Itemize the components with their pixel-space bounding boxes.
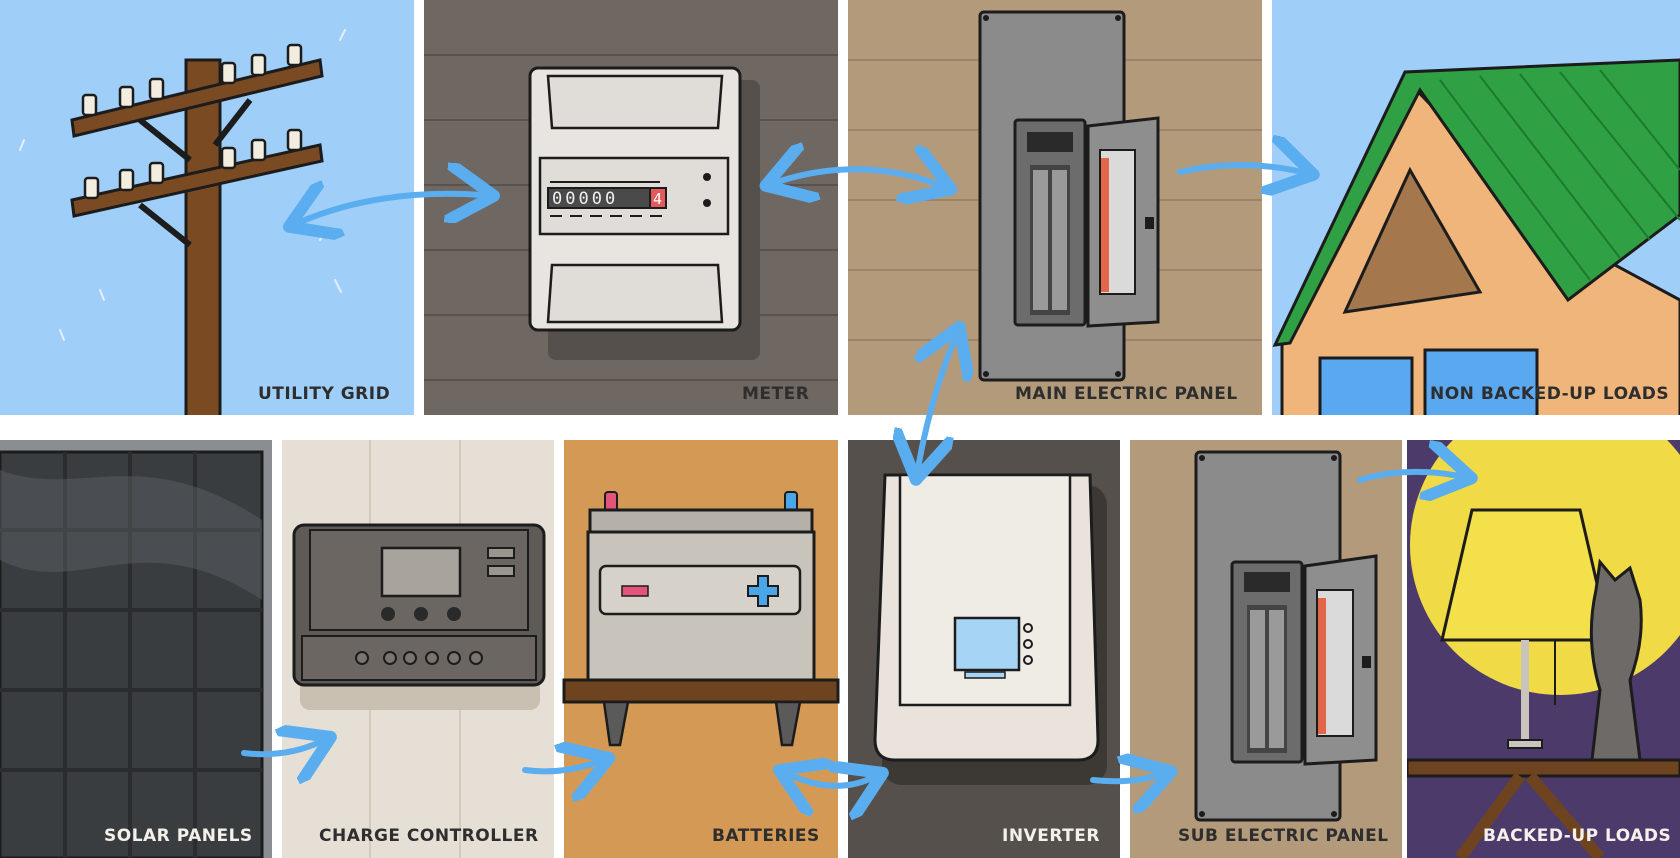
utility-pole-icon [70, 43, 324, 415]
shelf [562, 678, 840, 704]
panel-batteries [562, 440, 840, 858]
inverter-icon [873, 473, 1107, 785]
flow-arrows [241, 165, 1460, 786]
panel-solar-panels [0, 440, 272, 858]
label-inverter: INVERTER [1002, 826, 1100, 846]
arrow-main-loads [1177, 165, 1302, 172]
table [1407, 758, 1680, 778]
arrow-main-inverter [918, 338, 955, 468]
arrow-grid-meter [300, 194, 482, 222]
cat-icon [1589, 558, 1643, 762]
panel-meter: 00000 4 [424, 0, 838, 415]
panel-non-backed-up-loads [1272, 0, 1680, 415]
label-charge-controller: CHARGE CONTROLLER [319, 826, 539, 846]
label-utility-grid: UTILITY GRID [258, 384, 391, 404]
meter-reading-last: 4 [653, 190, 662, 208]
label-main-electric-panel: MAIN ELECTRIC PANEL [1015, 384, 1238, 404]
panel-inverter [848, 440, 1120, 858]
house-icon [1272, 58, 1680, 415]
main-breaker-panel-icon [978, 10, 1160, 382]
meter-reading: 00000 [552, 189, 618, 209]
arrow-sub-backed [1357, 472, 1460, 480]
battery-icon [586, 491, 816, 682]
arrow-inverter-sub [1090, 775, 1160, 781]
charge-controller-icon [292, 523, 546, 710]
label-batteries: BATTERIES [712, 826, 820, 846]
label-backed-up-loads: BACKED-UP LOADS [1483, 826, 1672, 846]
arrow-batteries-inverter [790, 775, 872, 786]
panel-sub-electric [1130, 440, 1402, 858]
label-non-backed-up-loads: NON BACKED-UP LOADS [1430, 384, 1670, 404]
panel-utility-grid [0, 0, 414, 415]
label-meter: METER [742, 384, 810, 404]
label-solar-panels: SOLAR PANELS [104, 826, 253, 846]
panel-backed-up-loads [1407, 440, 1680, 858]
meter-icon: 00000 4 [528, 66, 760, 360]
sub-breaker-panel-icon [1194, 450, 1378, 822]
panel-charge-controller [282, 440, 554, 858]
arrow-controller-batteries [522, 762, 598, 771]
panel-main-electric [848, 0, 1262, 415]
arrow-meter-main [777, 169, 940, 185]
label-sub-electric-panel: SUB ELECTRIC PANEL [1178, 826, 1389, 846]
arrow-solar-controller [241, 742, 320, 754]
